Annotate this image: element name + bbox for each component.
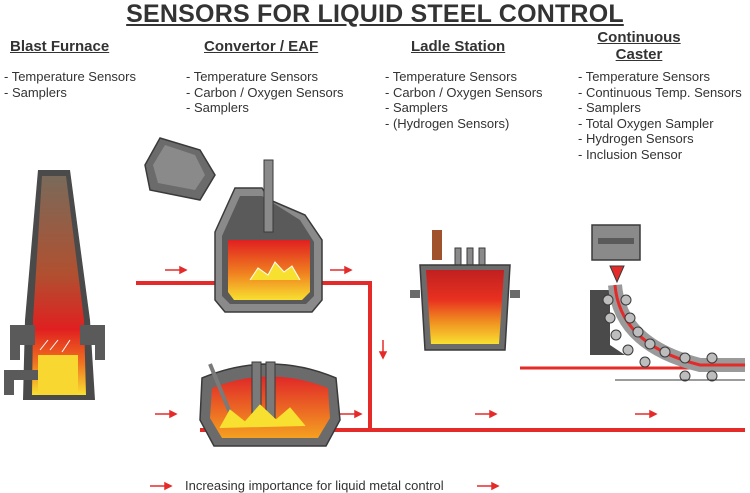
page-title: SENSORS FOR LIQUID STEEL CONTROL [126,0,624,28]
converter-icon [214,159,323,313]
blast-furnace-icon [4,170,105,400]
arrow-icon [165,265,188,275]
heading-continuous-caster: Continuous Caster [593,29,685,63]
list-item: - (Hydrogen Sensors) [385,115,510,131]
legend-text: Increasing importance for liquid metal c… [185,478,444,493]
list-item: - Samplers [186,100,249,115]
list-item: - Total Oxygen Sampler [578,115,714,131]
list-item: - Temperature Sensors [4,69,136,84]
list-item: - Temperature Sensors [385,69,517,84]
eaf-icon [199,361,341,447]
heading-caster-line1: Continuous [597,29,681,46]
heading-convertor-eaf: Convertor / EAF [204,38,319,55]
arrow-icon [155,409,178,419]
legend-arrow-left-icon [150,481,173,491]
list-ladle-station: - Temperature Sensors - Carbon / Oxygen … [385,69,543,131]
caster-icon [590,224,745,382]
list-continuous-caster: - Temperature Sensors - Continuous Temp.… [578,69,742,162]
arrow-icon [378,340,388,360]
list-item: - Samplers [385,100,448,115]
list-item: - Inclusion Sensor [578,146,683,162]
flow-arrows [150,265,658,491]
list-item: - Carbon / Oxygen Sensors [186,84,344,100]
arrow-icon [635,409,658,419]
arrow-icon [330,265,353,275]
list-item: - Samplers [578,100,641,115]
converter-lid-icon [144,137,216,201]
list-item: - Temperature Sensors [578,69,710,84]
heading-blast-furnace: Blast Furnace [10,38,110,55]
list-item: - Continuous Temp. Sensors [578,84,742,100]
heading-caster-line2: Caster [615,46,663,63]
arrow-icon [475,409,498,419]
list-item: - Hydrogen Sensors [578,131,694,146]
list-item: - Temperature Sensors [186,69,318,84]
legend-arrow-right-icon [477,481,500,491]
list-convertor-eaf: - Temperature Sensors - Carbon / Oxygen … [186,69,344,116]
arrow-icon [340,409,363,419]
heading-ladle-station: Ladle Station [411,38,506,55]
ladle-icon [410,230,520,351]
list-item: - Samplers [4,84,67,100]
list-blast-furnace: - Temperature Sensors - Samplers [4,69,136,100]
list-item: - Carbon / Oxygen Sensors [385,84,543,100]
